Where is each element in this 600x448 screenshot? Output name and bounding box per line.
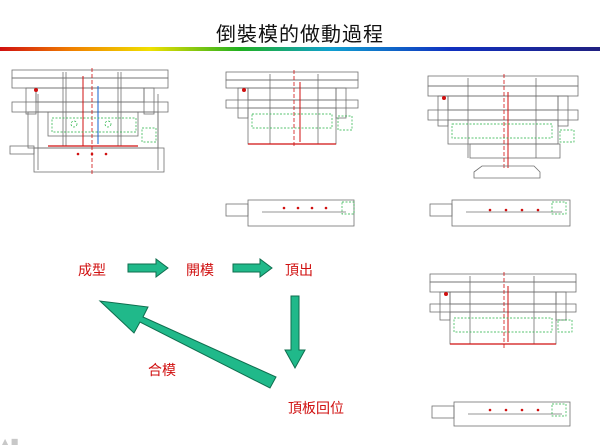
footer-marks: ▲ ■	[2, 437, 19, 446]
mold-drawing-eject-upper	[427, 74, 579, 179]
page-title: 倒裝模的做動過程	[216, 22, 384, 46]
stage-label-mold-close: 合模	[148, 363, 176, 379]
stage-label-ejection: 頂出	[285, 263, 313, 279]
arrow-return-to-forming	[98, 300, 277, 389]
rainbow-divider	[0, 47, 600, 51]
stage-label-mold-open: 開模	[186, 263, 214, 279]
stage-label-plate-return: 頂板回位	[288, 401, 344, 417]
mold-drawing-return-upper	[429, 272, 577, 348]
arrow-open-to-eject	[232, 258, 273, 278]
mold-drawing-open-upper	[225, 70, 359, 148]
mold-drawing-forming	[9, 68, 169, 174]
mold-drawing-return-lower	[431, 401, 571, 427]
mold-drawing-open-lower	[225, 199, 355, 227]
mold-drawing-eject-lower	[429, 199, 571, 227]
arrow-eject-to-return	[284, 295, 306, 370]
arrow-forming-to-open	[127, 258, 169, 278]
stage-label-forming: 成型	[78, 263, 106, 279]
